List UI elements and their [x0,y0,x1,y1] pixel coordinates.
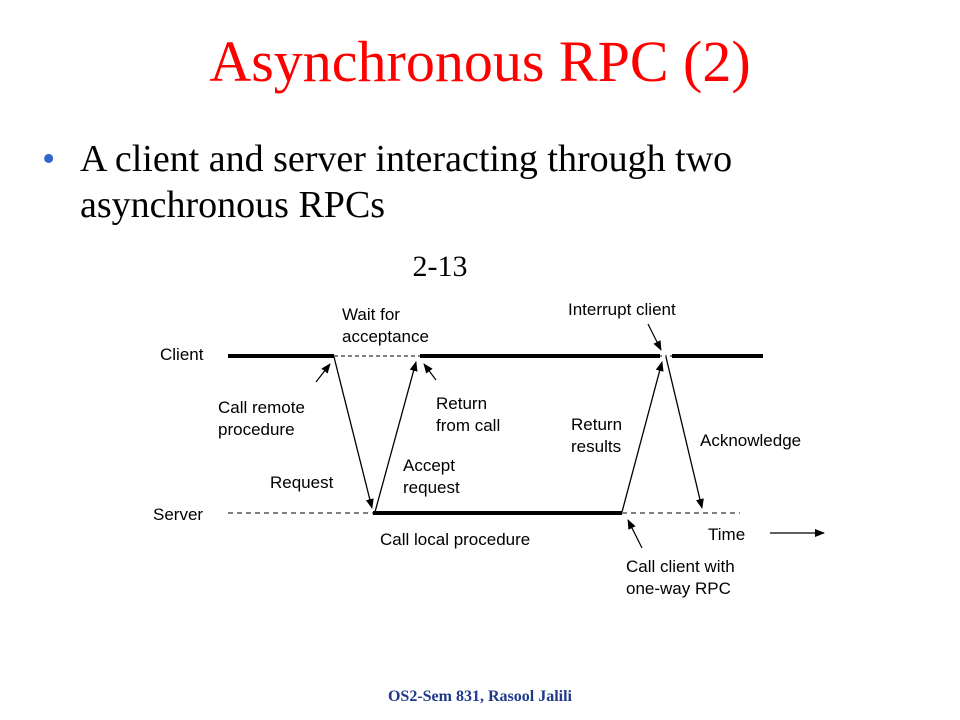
return-results-label-1: Return [571,415,622,434]
call-local-procedure-label: Call local procedure [380,530,530,549]
time-label: Time [708,525,745,544]
request-label: Request [270,473,334,492]
client-label: Client [160,345,204,364]
accept-request-label-1: Accept [403,456,455,475]
return-from-call-pointer [423,363,437,381]
bullet-marker: • [42,138,56,180]
server-label: Server [153,505,203,524]
accept-arrow [374,361,418,513]
call-remote-pointer [315,363,331,383]
slide-footer: OS2-Sem 831, Rasool Jalili [387,688,572,705]
bullet-text: A client and server interacting through … [80,138,733,226]
request-arrow [333,356,374,509]
acknowledge-arrow [665,356,704,509]
procedure-label: procedure [218,420,295,439]
interrupt-client-pointer [647,323,662,351]
call-remote-label: Call remote [218,398,305,417]
interrupt-client-label: Interrupt client [568,300,676,319]
wait-for-label: Wait for [342,305,400,324]
call-client-pointer [627,519,643,549]
return-from-call-label-1: Return [436,394,487,413]
acceptance-label: acceptance [342,327,429,346]
return-results-arrow [621,361,664,513]
acknowledge-label: Acknowledge [700,431,801,450]
return-from-call-label-2: from call [436,416,500,435]
slide-title: Asynchronous RPC (2) [209,29,751,94]
call-client-label-2: one-way RPC [626,579,731,598]
accept-request-label-2: request [403,478,460,497]
call-client-label-1: Call client with [626,557,735,576]
return-results-label-2: results [571,437,621,456]
figure-number: 2-13 [412,250,468,283]
